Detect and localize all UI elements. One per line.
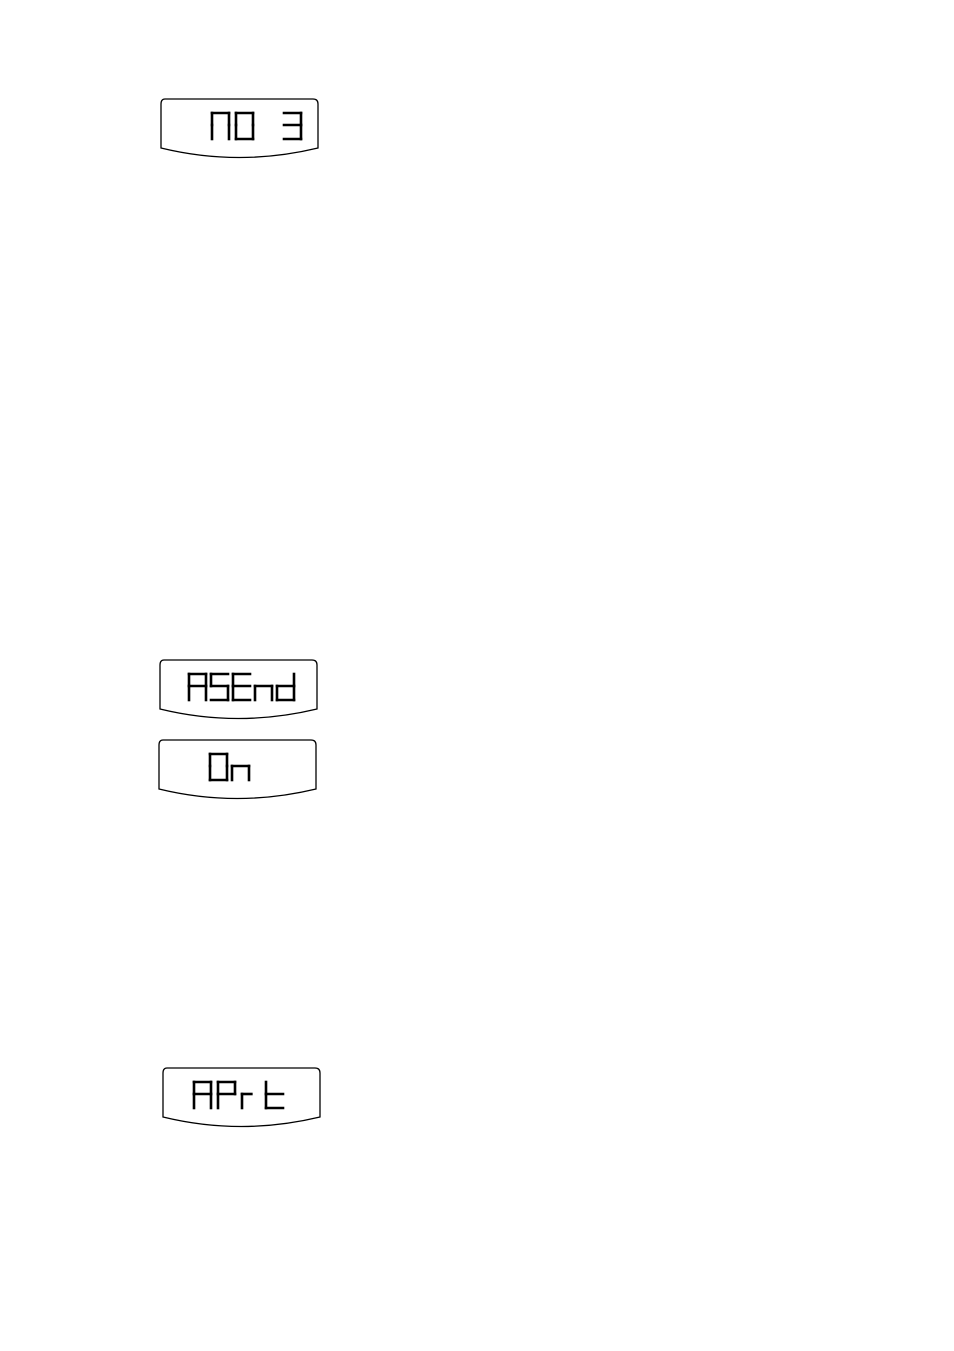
lcd-bezel: [159, 660, 319, 720]
lcd-display-on: On: [158, 740, 318, 800]
lcd-display-no3: NO 3: [160, 99, 320, 159]
lcd-bezel: [160, 99, 320, 159]
lcd-display-aprt: APrt: [162, 1068, 322, 1128]
lcd-readout: On: [158, 800, 159, 801]
lcd-readout: APrt: [162, 1128, 163, 1129]
lcd-readout: ASEnd: [159, 720, 160, 721]
lcd-bezel: [158, 740, 318, 800]
lcd-display-asend: ASEnd: [159, 660, 319, 720]
lcd-readout: NO 3: [160, 159, 161, 160]
lcd-bezel: [162, 1068, 322, 1128]
